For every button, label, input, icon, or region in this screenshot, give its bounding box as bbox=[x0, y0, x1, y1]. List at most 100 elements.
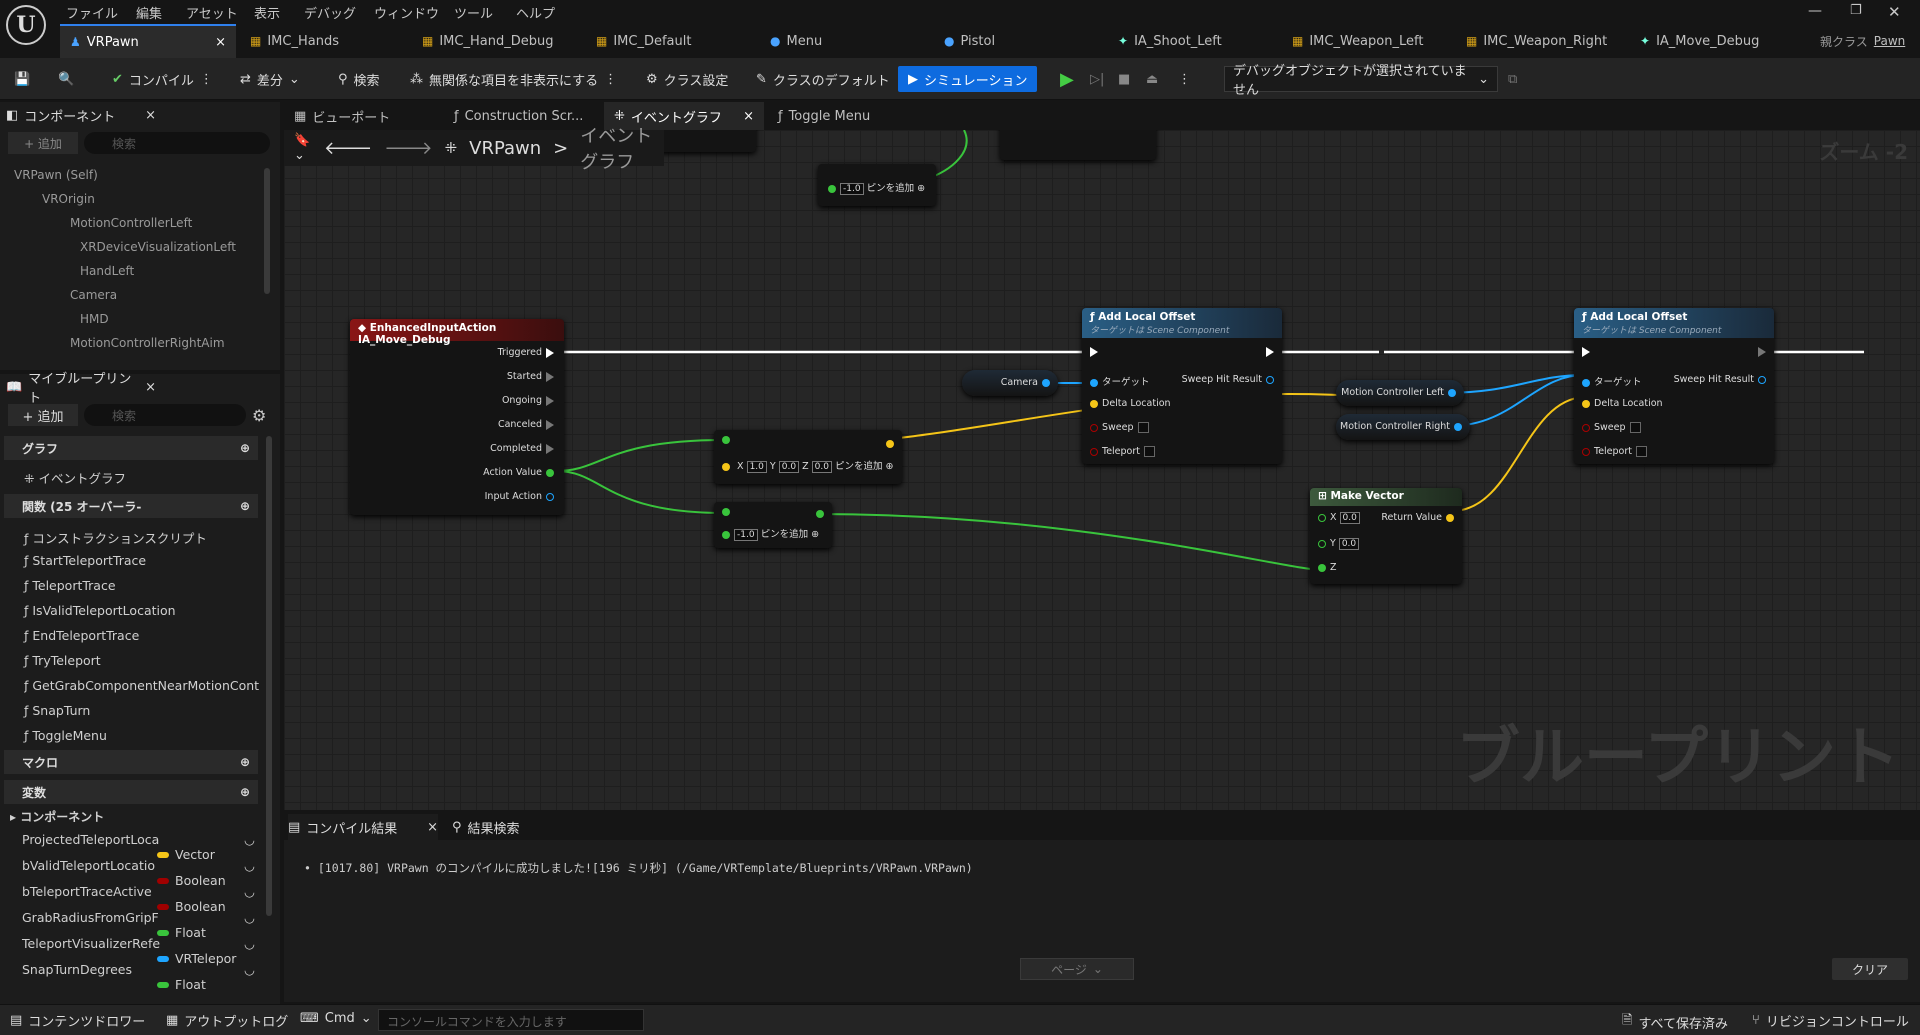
tab-menu[interactable]: ●Menu bbox=[770, 33, 823, 49]
struct-pin-icon[interactable] bbox=[1266, 375, 1274, 384]
exec-pin-icon[interactable] bbox=[1582, 346, 1590, 357]
float-pin-icon[interactable] bbox=[816, 509, 824, 518]
float-pin-icon[interactable] bbox=[546, 468, 554, 477]
close-window-icon[interactable]: ✕ bbox=[1888, 3, 1901, 21]
clear-button[interactable]: クリア bbox=[1832, 958, 1908, 980]
add-macro-icon[interactable]: ⊕ bbox=[239, 755, 250, 769]
teleport-checkbox[interactable] bbox=[1144, 446, 1155, 457]
forward-arrow-icon[interactable]: 🡒 bbox=[384, 137, 433, 159]
event-node-ia-move-debug[interactable]: ◆ EnhancedInputAction IA_Move_Debug Trig… bbox=[350, 319, 564, 515]
eye-icon[interactable]: ◡ bbox=[244, 884, 255, 899]
hide-unrelated-button[interactable]: ⁂無関係な項目を非表示にする⋮ bbox=[410, 71, 618, 89]
components-scrollbar[interactable] bbox=[264, 168, 270, 294]
settings-gear-icon[interactable]: ⚙ bbox=[252, 406, 267, 425]
component-search-input[interactable]: 検索 bbox=[84, 132, 270, 154]
tab-imc-weapon-left[interactable]: ▦IMC_Weapon_Left bbox=[1292, 33, 1424, 49]
more-icon[interactable]: ⋮ bbox=[604, 71, 618, 87]
float-pin-icon[interactable] bbox=[722, 435, 730, 444]
float-pin-icon[interactable] bbox=[1318, 539, 1326, 548]
make-vector-node[interactable]: ⊞ Make Vector X 0.0 Return Value Y 0.0 Z bbox=[1310, 488, 1462, 584]
add-variable-icon[interactable]: ⊕ bbox=[239, 785, 250, 799]
diff-button[interactable]: ⇄差分⌄ bbox=[240, 71, 300, 89]
console-input[interactable]: コンソールコマンドを入力します bbox=[378, 1009, 644, 1031]
function-item[interactable]: ƒ TryTeleport bbox=[24, 653, 101, 668]
tab-imc-default[interactable]: ▦IMC_Default bbox=[596, 33, 692, 49]
motion-controller-right-getter[interactable]: Motion Controller Right bbox=[1336, 414, 1470, 440]
debug-filter-icon[interactable]: ⧉ bbox=[1508, 71, 1518, 87]
bookmark-icon[interactable]: 🔖⌄ bbox=[294, 133, 311, 163]
step-icon[interactable]: ▷| bbox=[1090, 71, 1105, 87]
exec-pin-icon[interactable] bbox=[546, 371, 554, 382]
menu-debug[interactable]: デバッグ bbox=[304, 7, 357, 22]
partial-node[interactable] bbox=[1000, 130, 1156, 160]
back-arrow-icon[interactable]: 🡐 bbox=[324, 137, 373, 159]
object-pin-icon[interactable] bbox=[1448, 388, 1456, 397]
functions-section[interactable]: 関数 (25 オーバーラ-⊕ bbox=[4, 494, 258, 518]
object-pin-icon[interactable] bbox=[546, 492, 554, 501]
multiply-vector-node[interactable]: X 1.0 Y 0.0 Z 0.0 ピンを追加 ⊕ bbox=[714, 430, 902, 484]
unreal-logo-icon[interactable]: U bbox=[6, 5, 46, 45]
partial-node[interactable] bbox=[646, 130, 756, 152]
add-button[interactable]: + 追加 bbox=[8, 404, 78, 426]
vector-pin-icon[interactable] bbox=[886, 439, 894, 448]
tree-item-hmd[interactable]: HMD bbox=[80, 312, 109, 326]
page-select[interactable]: ページ⌄ bbox=[1020, 958, 1134, 980]
exec-pin-icon[interactable] bbox=[1090, 346, 1098, 357]
close-tab-icon[interactable]: × bbox=[215, 34, 226, 50]
add-component-button[interactable]: + 追加 bbox=[8, 132, 78, 154]
multiply-float-node[interactable]: -1.0 ピンを追加 ⊕ bbox=[714, 502, 832, 548]
save-all-status[interactable]: 🗎すべて保存済み bbox=[1622, 1013, 1729, 1032]
function-item[interactable]: ƒ TeleportTrace bbox=[24, 578, 116, 593]
exec-pin-icon[interactable] bbox=[1266, 346, 1274, 357]
blueprint-search-input[interactable]: 検索 bbox=[84, 404, 246, 426]
vector-pin-icon[interactable] bbox=[1090, 399, 1098, 408]
function-item[interactable]: ƒ GetGrabComponentNearMotionContro bbox=[24, 678, 260, 693]
float-pin-icon[interactable] bbox=[722, 507, 730, 516]
camera-getter-node[interactable]: Camera bbox=[962, 370, 1058, 396]
tab-imc-hands[interactable]: ▦IMC_Hands bbox=[250, 33, 339, 49]
exec-pin-icon[interactable] bbox=[546, 347, 554, 358]
variables-section[interactable]: 変数⊕ bbox=[4, 780, 258, 804]
find-results-tab[interactable]: ⚲ 結果検索 bbox=[452, 814, 520, 840]
play-icon[interactable]: ▶ bbox=[1060, 68, 1074, 90]
tab-vrpawn[interactable]: ♟ VRPawn × bbox=[60, 24, 236, 58]
eye-icon[interactable]: ◡ bbox=[244, 858, 255, 873]
sweep-checkbox[interactable] bbox=[1629, 422, 1641, 433]
object-pin-icon[interactable] bbox=[1042, 378, 1050, 387]
motion-controller-left-getter[interactable]: Motion Controller Left bbox=[1336, 380, 1464, 406]
more-icon[interactable]: ⋮ bbox=[199, 71, 213, 87]
menu-edit[interactable]: 編集 bbox=[136, 7, 163, 22]
tab-pistol[interactable]: ●Pistol bbox=[944, 33, 996, 49]
close-tab-icon[interactable]: × bbox=[145, 107, 156, 123]
bool-pin-icon[interactable] bbox=[1090, 423, 1098, 432]
event-graph-item[interactable]: ⁜ イベントグラフ bbox=[24, 471, 126, 486]
exec-pin-icon[interactable] bbox=[546, 395, 554, 406]
components-tab[interactable]: ◧ コンポーネント × bbox=[6, 102, 156, 128]
menu-asset[interactable]: アセット bbox=[186, 7, 238, 22]
function-item[interactable]: ƒ StartTeleportTrace bbox=[24, 553, 147, 568]
tab-imc-hand-debug[interactable]: ▦IMC_Hand_Debug bbox=[422, 33, 554, 49]
tree-item-motioncontrollerrightaim[interactable]: MotionControllerRightAim bbox=[70, 336, 225, 350]
exec-pin-icon[interactable] bbox=[546, 443, 554, 454]
exec-pin-icon[interactable] bbox=[546, 419, 554, 430]
eye-icon[interactable]: ◡ bbox=[244, 832, 255, 847]
object-pin-icon[interactable] bbox=[1090, 378, 1098, 387]
float-pin-icon[interactable] bbox=[828, 184, 836, 193]
compile-results-tab[interactable]: ▤ コンパイル結果 × bbox=[288, 814, 438, 840]
output-log-button[interactable]: ▦アウトプットログ bbox=[166, 1013, 289, 1030]
class-settings-button[interactable]: ⚙クラス設定 bbox=[646, 71, 729, 89]
tree-item-handleft[interactable]: HandLeft bbox=[80, 264, 135, 278]
eye-icon[interactable]: ◡ bbox=[244, 962, 255, 977]
search-button[interactable]: ⚲検索 bbox=[338, 71, 380, 89]
restore-icon[interactable]: ❐ bbox=[1850, 3, 1862, 18]
sweep-checkbox[interactable] bbox=[1137, 422, 1149, 433]
content-drawer-button[interactable]: ▤コンテンツドロワー bbox=[10, 1013, 146, 1030]
tree-item-vrpawn[interactable]: VRPawn (Self) bbox=[14, 168, 98, 182]
blueprint-scrollbar[interactable] bbox=[266, 436, 272, 916]
struct-pin-icon[interactable] bbox=[1758, 375, 1766, 384]
close-tab-icon[interactable]: × bbox=[145, 379, 156, 395]
